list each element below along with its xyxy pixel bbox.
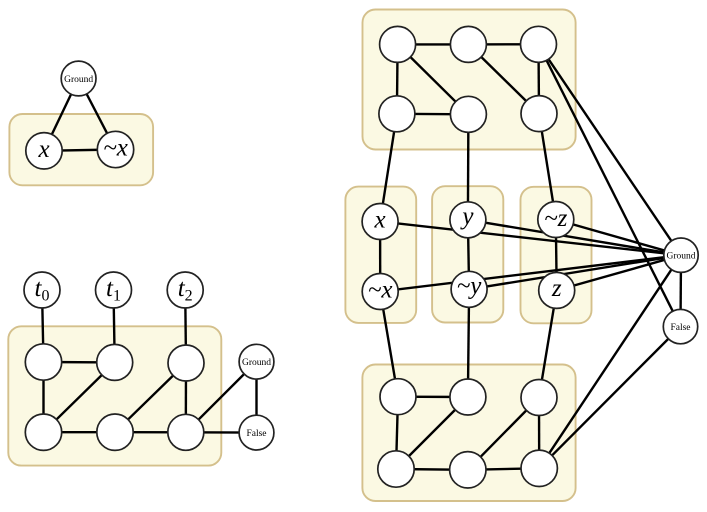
svg-text:False: False [246, 429, 266, 439]
svg-text:x: x [374, 206, 386, 233]
svg-text:~x: ~x [368, 276, 393, 303]
svg-text:~z: ~z [544, 205, 568, 232]
svg-text:Ground: Ground [64, 75, 93, 85]
svg-text:y: y [459, 203, 474, 230]
svg-text:z: z [551, 275, 562, 302]
svg-text:~y: ~y [457, 273, 483, 300]
svg-text:~x: ~x [103, 135, 128, 162]
svg-text:x: x [37, 136, 49, 163]
svg-text:Ground: Ground [242, 358, 271, 368]
svg-text:Ground: Ground [666, 252, 695, 262]
svg-text:t0: t0 [35, 275, 50, 305]
svg-text:False: False [670, 323, 690, 333]
svg-text:t1: t1 [106, 275, 121, 305]
svg-text:t2: t2 [178, 275, 193, 305]
